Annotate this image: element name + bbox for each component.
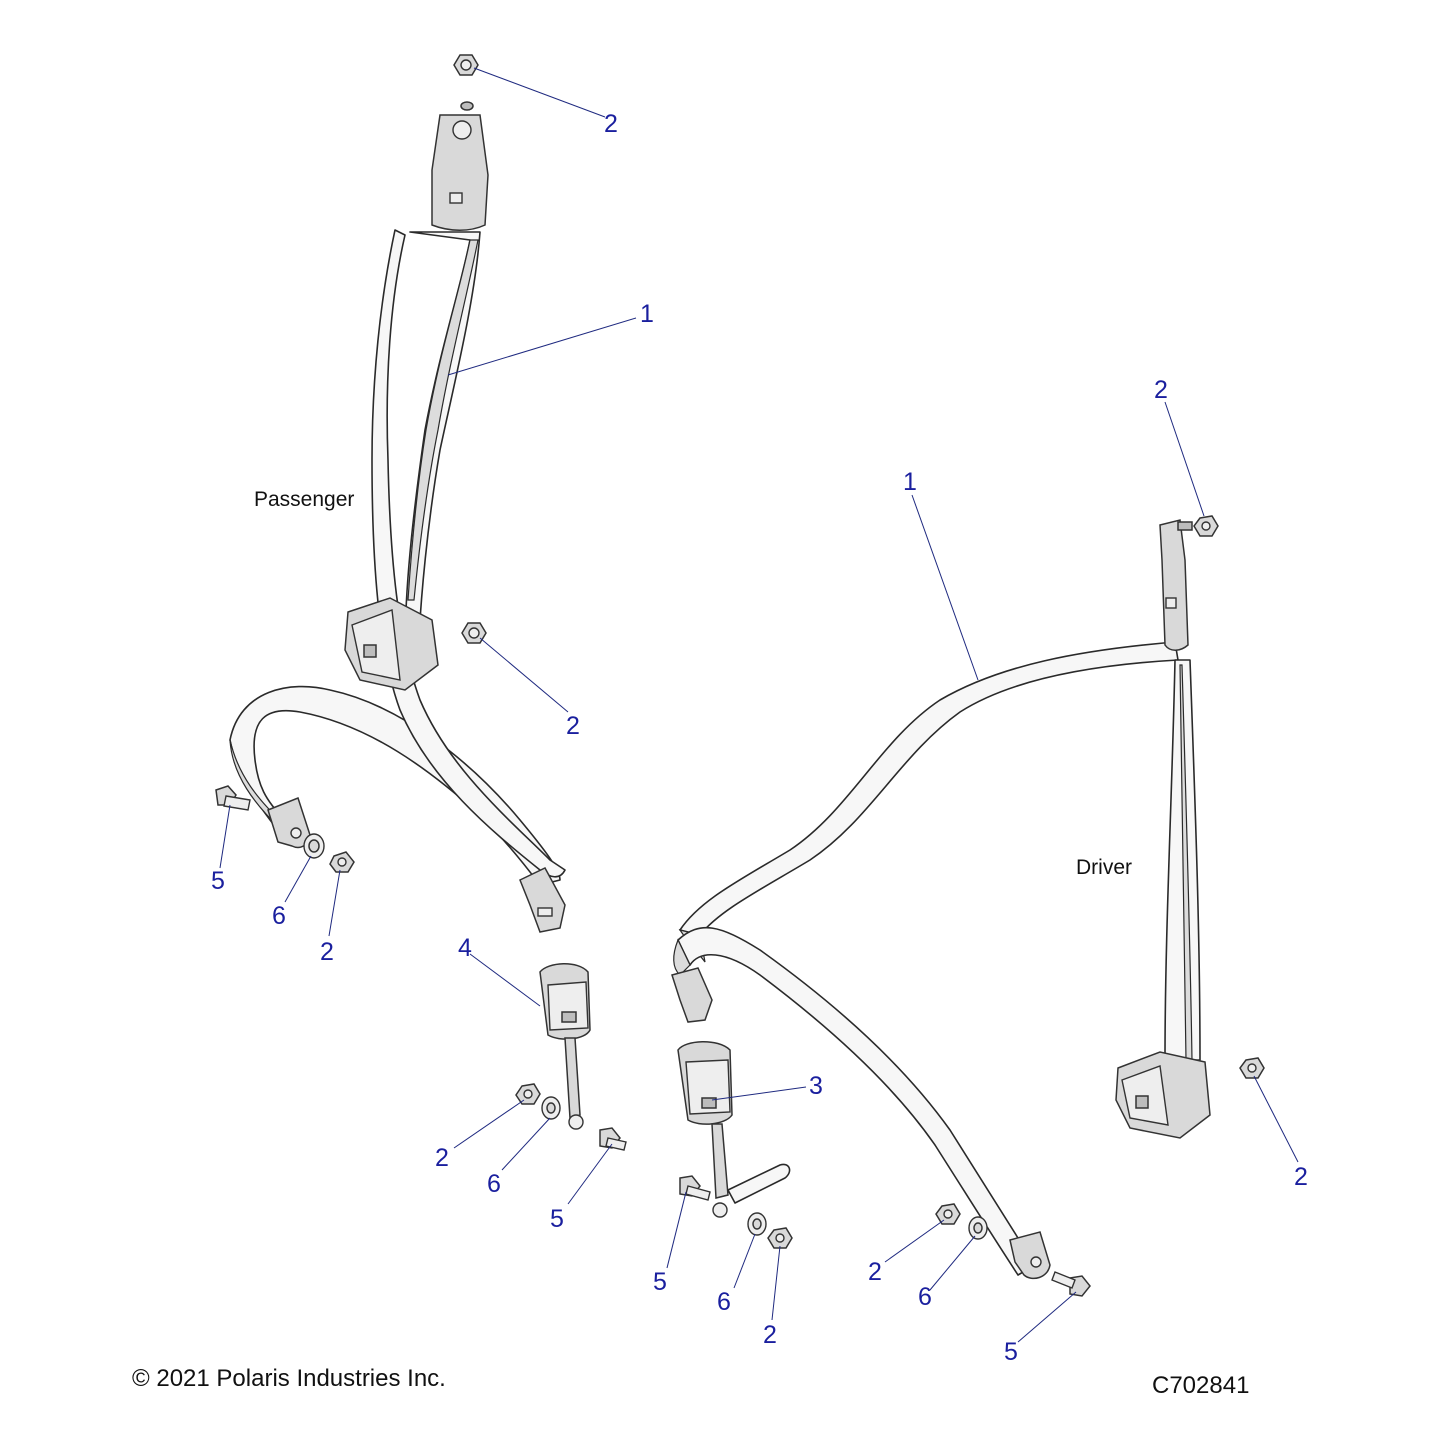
driver-seat-belt <box>671 519 1211 1280</box>
callout-2-top-nut: 2 <box>604 110 618 138</box>
callout-4-buckle: 4 <box>458 934 472 962</box>
diagram-id: C702841 <box>1152 1372 1249 1399</box>
callout-6-buckle4-washer: 6 <box>487 1170 501 1198</box>
buckle-assembly-4 <box>539 963 591 1130</box>
passenger-seat-belt <box>229 101 566 933</box>
callout-6-left-washer: 6 <box>272 902 286 930</box>
callout-6-lower-right-washer: 6 <box>918 1283 932 1311</box>
callout-2-buckle4-nut: 2 <box>435 1144 449 1172</box>
callout-5-left-bolt: 5 <box>211 867 225 895</box>
callout-2-driver-top-nut: 2 <box>1154 376 1168 404</box>
callout-2-passenger-retractor-nut: 2 <box>566 712 580 740</box>
callout-2-buckle3-nut: 2 <box>763 1321 777 1349</box>
callout-3-buckle: 3 <box>809 1072 823 1100</box>
copyright-text: © 2021 Polaris Industries Inc. <box>132 1365 446 1392</box>
callout-numbers: 2 1 2 5 6 2 4 2 6 5 3 5 6 2 2 6 5 1 2 2 <box>211 110 1308 1366</box>
hardware-fasteners <box>215 54 1265 1297</box>
callout-2-left-nut: 2 <box>320 938 334 966</box>
callout-5-lower-right-bolt: 5 <box>1004 1338 1018 1366</box>
callout-1-driver-belt: 1 <box>903 468 917 496</box>
callout-5-buckle3-bolt: 5 <box>653 1268 667 1296</box>
callout-5-buckle4-bolt: 5 <box>550 1205 564 1233</box>
callout-2-driver-retractor-nut: 2 <box>1294 1163 1308 1191</box>
callout-2-lower-right-nut: 2 <box>868 1258 882 1286</box>
driver-label: Driver <box>1076 856 1132 879</box>
leader-lines <box>219 67 1299 1343</box>
callout-1-passenger-belt: 1 <box>640 300 654 328</box>
callout-6-buckle3-washer: 6 <box>717 1288 731 1316</box>
buckle-assembly-3 <box>677 1041 791 1218</box>
passenger-label: Passenger <box>254 488 354 511</box>
